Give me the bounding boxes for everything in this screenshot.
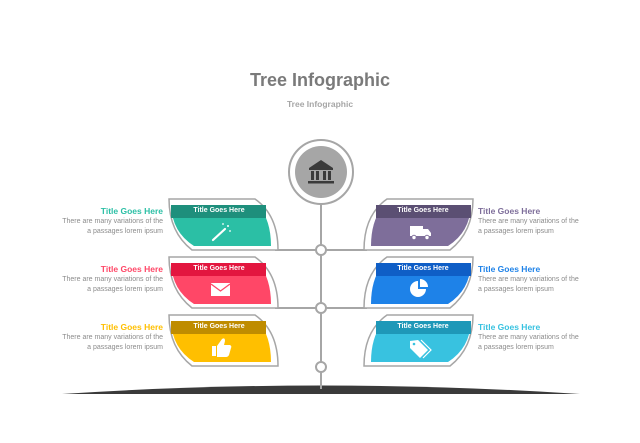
branch-2-title: Title Goes Here xyxy=(478,206,541,216)
thumbs-up-icon xyxy=(212,338,232,357)
leaf-2-banner-label: Title Goes Here xyxy=(397,207,449,214)
branch-2-desc-line1: There are many variations of the xyxy=(478,218,579,225)
branch-6-title: Title Goes Here xyxy=(478,322,541,332)
branch-6-description: There are many variations of the a passa… xyxy=(478,333,598,353)
pie-chart-icon xyxy=(410,279,428,297)
leaf-5 xyxy=(168,314,279,367)
branch-2-description: There are many variations of the a passa… xyxy=(478,217,598,237)
leaf-3 xyxy=(168,256,279,309)
branch-5-desc-line1: There are many variations of the xyxy=(62,334,163,341)
leaf-1-banner-label: Title Goes Here xyxy=(193,207,245,214)
branch-4-title: Title Goes Here xyxy=(478,264,541,274)
branch-1-desc-line2: a passages lorem ipsum xyxy=(87,228,163,235)
junction-node-3 xyxy=(315,361,327,373)
delivery-truck-icon xyxy=(410,226,431,241)
bank-icon xyxy=(308,160,334,184)
leaf-4-banner-label: Title Goes Here xyxy=(397,265,449,272)
leaf-6 xyxy=(363,314,474,367)
branch-4-desc-line2: a passages lorem ipsum xyxy=(478,286,554,293)
branch-4-description: There are many variations of the a passa… xyxy=(478,275,598,295)
envelope-icon xyxy=(210,283,231,296)
branch-3-description: There are many variations of the a passa… xyxy=(43,275,163,295)
branch-6-desc-line2: a passages lorem ipsum xyxy=(478,344,554,351)
leaf-4 xyxy=(363,256,474,309)
leaf-1-banner xyxy=(171,205,266,218)
leaf-6-banner xyxy=(376,321,471,334)
leaf-3-banner xyxy=(171,263,266,276)
branch-3-desc-line2: a passages lorem ipsum xyxy=(87,286,163,293)
branch-1-description: There are many variations of the a passa… xyxy=(43,217,163,237)
branch-5-desc-line2: a passages lorem ipsum xyxy=(87,344,163,351)
leaf-4-banner xyxy=(376,263,471,276)
branch-3-title: Title Goes Here xyxy=(100,264,163,274)
page-subtitle: Tree Infographic xyxy=(286,99,354,109)
leaf-1 xyxy=(168,198,279,251)
branch-5-title: Title Goes Here xyxy=(100,322,163,332)
branch-6-desc-line1: There are many variations of the xyxy=(478,334,579,341)
junction-node-2 xyxy=(315,302,327,314)
magic-wand-icon xyxy=(211,223,231,242)
leaf-5-banner xyxy=(171,321,266,334)
root-node xyxy=(288,139,354,205)
ground xyxy=(62,385,580,394)
branch-3-desc-line1: There are many variations of the xyxy=(62,276,163,283)
price-tag-icon xyxy=(410,339,432,359)
branch-5-description: There are many variations of the a passa… xyxy=(43,333,163,353)
branch-2-desc-line2: a passages lorem ipsum xyxy=(478,228,554,235)
leaf-2-banner xyxy=(376,205,471,218)
junction-node-1 xyxy=(315,244,327,256)
page-title: Tree Infographic xyxy=(249,70,391,90)
branch-4-desc-line1: There are many variations of the xyxy=(478,276,579,283)
leaf-2 xyxy=(363,198,474,251)
leaf-5-banner-label: Title Goes Here xyxy=(193,323,245,330)
branch-1-title: Title Goes Here xyxy=(100,206,163,216)
leaf-3-banner-label: Title Goes Here xyxy=(193,265,245,272)
root-disc xyxy=(295,146,347,198)
leaf-6-banner-label: Title Goes Here xyxy=(397,323,449,330)
branch-1-desc-line1: There are many variations of the xyxy=(62,218,163,225)
